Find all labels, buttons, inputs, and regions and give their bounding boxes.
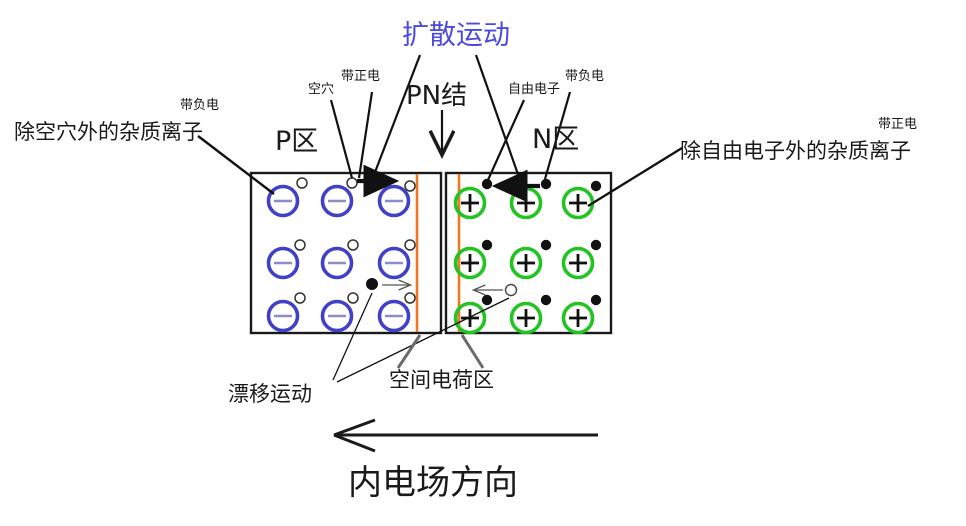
p-region-ion-grid: [266, 177, 416, 333]
n-ion: [561, 301, 595, 335]
hole-carrier: [346, 177, 358, 189]
n-ion: [509, 246, 543, 280]
hole-carrier: [347, 239, 359, 251]
hole-carrier: [404, 239, 416, 251]
leader-lines-bottom: [332, 292, 510, 383]
diffusion-label: 扩散运动: [402, 20, 510, 51]
hole-carrier: [404, 292, 416, 304]
p-impurity-charge-label: 带负电: [180, 98, 220, 113]
n-impurity-charge-label: 带正电: [878, 117, 918, 132]
p-ion: [320, 246, 354, 280]
hole-carrier: [347, 292, 359, 304]
p-impurity-ion-label: 除空穴外的杂质离子: [14, 120, 203, 144]
n-region-label: N区: [532, 124, 580, 155]
hole-carrier: [296, 177, 308, 189]
electron-carrier: [540, 294, 552, 306]
p-ion: [266, 184, 300, 218]
electron-carrier: [481, 178, 493, 190]
pn-junction-label: PN结: [406, 81, 468, 111]
free-electron-label: 自由电子: [508, 82, 561, 97]
built-in-field-arrow: [333, 418, 598, 453]
electron-carrier: [590, 239, 602, 251]
electron-carrier: [540, 178, 552, 190]
p-ion: [320, 184, 354, 218]
electron-carrier: [540, 239, 552, 251]
n-ion: [453, 246, 487, 280]
n-ion: [561, 246, 595, 280]
p-ion: [377, 246, 411, 280]
built-in-field-label: 内电场方向: [348, 463, 518, 503]
hole-charge-label: 带正电: [341, 69, 381, 84]
n-ion: [509, 301, 543, 335]
free-electron-charge-label: 带负电: [565, 69, 605, 84]
drift-electron-in-p: [366, 278, 413, 291]
p-ion: [266, 299, 300, 333]
electron-carrier: [481, 239, 493, 251]
space-charge-region-label: 空间电荷区: [389, 368, 494, 392]
n-ion: [453, 301, 487, 335]
p-ion: [320, 299, 354, 333]
hole-label: 空穴: [308, 82, 335, 97]
n-ion: [453, 186, 487, 220]
leader-lines-sides: [197, 135, 683, 208]
electron-carrier: [481, 294, 493, 306]
electron-carrier: [590, 294, 602, 306]
electron-carrier: [590, 180, 602, 192]
drift-label: 漂移运动: [228, 382, 312, 406]
hole-carrier: [294, 239, 306, 251]
drift-hole-in-n: [471, 283, 518, 297]
p-region-label: P区: [275, 126, 319, 157]
n-impurity-ion-label: 除自由电子外的杂质离子: [680, 139, 911, 163]
p-ion: [377, 299, 411, 333]
p-ion: [266, 246, 300, 280]
n-region-ion-grid: [453, 178, 602, 335]
hole-carrier: [404, 180, 416, 192]
hole-carrier: [294, 292, 306, 304]
leader-lines-top: [329, 54, 572, 181]
